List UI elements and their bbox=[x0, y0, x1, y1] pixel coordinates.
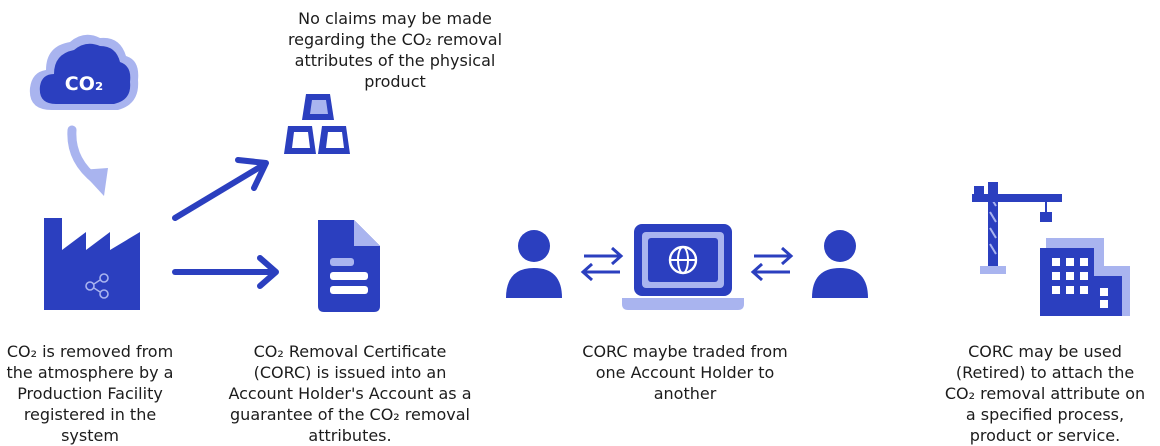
step-3-caption: CORC maybe traded from one Account Holde… bbox=[582, 342, 788, 403]
person-icon bbox=[506, 230, 562, 298]
exchange-arrows-icon bbox=[750, 246, 794, 282]
factory-icon bbox=[44, 218, 140, 310]
construction-crane-icon bbox=[972, 182, 1062, 274]
factory-to-product-arrow bbox=[172, 164, 263, 221]
cloud-label: CO₂ bbox=[65, 73, 103, 95]
no-claims-note: No claims may be made regarding the CO₂ … bbox=[287, 9, 503, 91]
step-2-caption: CO₂ Removal Certificate (CORC) is issued… bbox=[228, 342, 472, 445]
person-icon bbox=[812, 230, 868, 298]
step-4-caption: CORC may be used (Retired) to attach the… bbox=[944, 342, 1146, 445]
gold-bars-icon bbox=[284, 94, 350, 154]
step-1-caption: CO₂ is removed from the atmosphere by a … bbox=[6, 342, 174, 445]
laptop-globe-icon bbox=[622, 224, 744, 310]
document-icon bbox=[318, 220, 380, 312]
building-icon bbox=[1040, 238, 1130, 316]
co2-cloud-icon: CO₂ bbox=[29, 34, 139, 110]
exchange-arrows-icon bbox=[580, 246, 624, 282]
